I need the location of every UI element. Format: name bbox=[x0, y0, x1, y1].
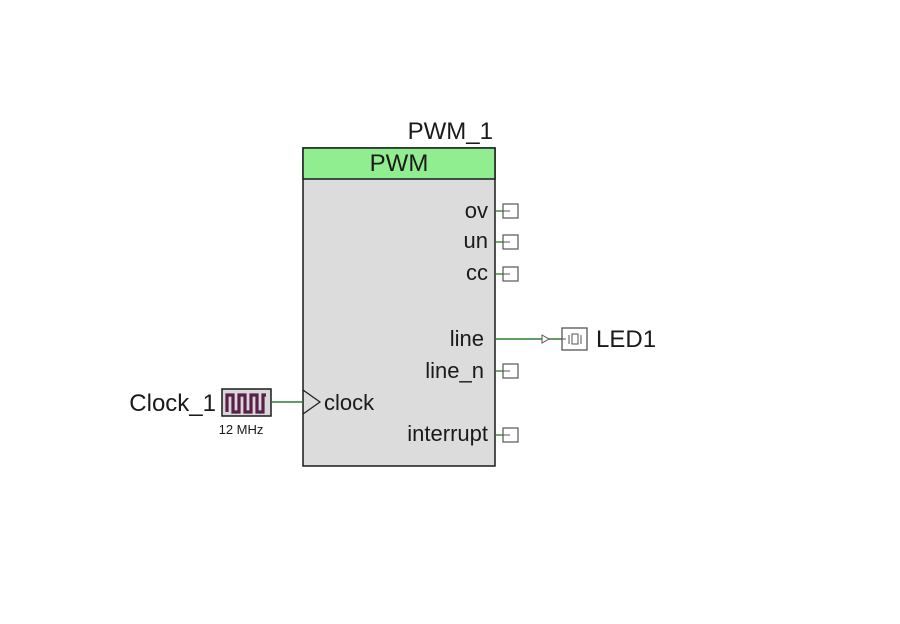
pin-glyph-box bbox=[571, 333, 579, 345]
pin-label-cc: cc bbox=[466, 260, 488, 285]
led-name: LED1 bbox=[596, 326, 656, 353]
pin-label-line: line bbox=[450, 326, 484, 351]
pwm-component[interactable]: PWM_1 PWM ov un cc line line_n interrupt… bbox=[302, 118, 496, 467]
pin-label-ov: ov bbox=[465, 198, 488, 223]
pwm-header bbox=[302, 147, 496, 180]
pin-label-clock: clock bbox=[324, 390, 375, 415]
pin-label-line-n: line_n bbox=[425, 358, 484, 383]
terminal-cc[interactable] bbox=[495, 266, 519, 282]
wire-line-to-led[interactable] bbox=[495, 334, 562, 344]
terminal-un[interactable] bbox=[495, 234, 519, 250]
arrow-right-icon bbox=[541, 334, 551, 344]
pin-label-interrupt: interrupt bbox=[407, 421, 488, 446]
clock-name: Clock_1 bbox=[129, 390, 216, 417]
terminal-ov[interactable] bbox=[495, 203, 519, 219]
pwm-instance-name: PWM_1 bbox=[408, 118, 493, 145]
clock-frequency: 12 MHz bbox=[219, 422, 264, 437]
pwm-component-name: PWM bbox=[370, 150, 429, 177]
terminal-line-n[interactable] bbox=[495, 363, 519, 379]
pin-label-un: un bbox=[464, 228, 488, 253]
clock-component[interactable]: Clock_1 12 MHz bbox=[129, 388, 272, 437]
clock-input-triangle-icon bbox=[302, 389, 322, 415]
pwm-body bbox=[302, 147, 496, 467]
terminal-interrupt[interactable] bbox=[495, 427, 519, 443]
square-wave-icon bbox=[225, 393, 266, 414]
led-pin-component[interactable]: LED1 bbox=[561, 326, 656, 353]
